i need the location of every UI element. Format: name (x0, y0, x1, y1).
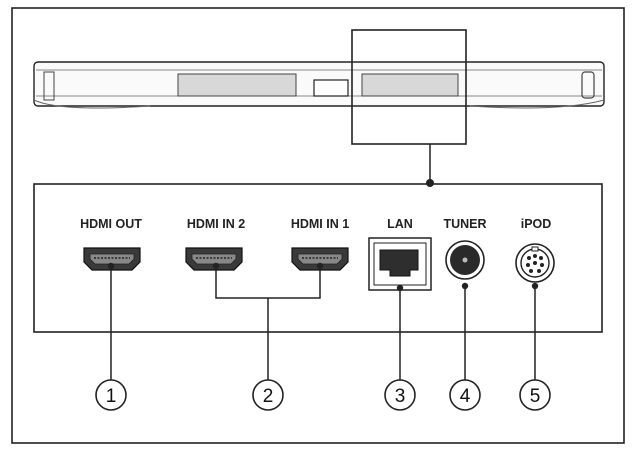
coax-port-icon (445, 240, 485, 280)
outer-frame (11, 7, 625, 444)
callout-3: 3 (384, 379, 416, 411)
ethernet-port-icon (368, 237, 432, 291)
leader-dots (107, 262, 539, 292)
callout-1: 1 (95, 379, 127, 411)
ipod-dock-port-icon (515, 243, 555, 283)
port-label-hdmi-out: HDMI OUT (80, 217, 142, 231)
callout-2: 2 (252, 379, 284, 411)
leader-lines (110, 270, 536, 380)
callout-4: 4 (449, 379, 481, 411)
callout-number: 4 (460, 386, 471, 407)
port-label-tuner: TUNER (443, 217, 486, 231)
callout-5: 5 (519, 379, 551, 411)
port-label-hdmi-in-1: HDMI IN 1 (291, 217, 349, 231)
callout-number: 3 (395, 386, 406, 407)
port-label-lan: LAN (387, 217, 413, 231)
hdmi-port-icon (291, 247, 349, 271)
callout-number: 5 (530, 386, 541, 407)
zoom-highlight-box (351, 29, 467, 145)
port-label-hdmi-in-2: HDMI IN 2 (187, 217, 245, 231)
hdmi-port-icon (83, 247, 141, 271)
zoom-connector-dot (426, 179, 434, 187)
soundbar-device (33, 61, 605, 109)
callout-number: 1 (106, 386, 117, 407)
port-label-ipod: iPOD (521, 217, 552, 231)
hdmi-port-icon (185, 247, 243, 271)
connector-panel (33, 183, 603, 333)
callout-number: 2 (263, 386, 274, 407)
